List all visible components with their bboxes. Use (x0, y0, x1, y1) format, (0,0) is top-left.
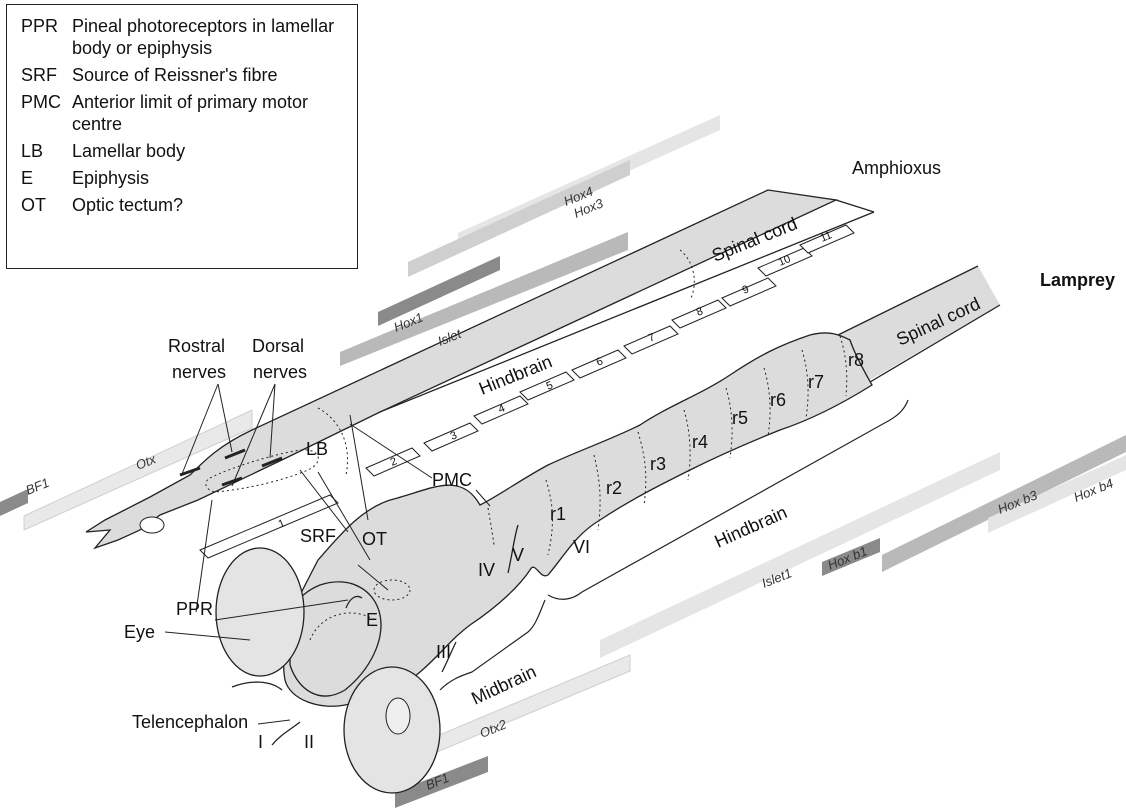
label-ot: OT (362, 529, 387, 549)
label-rostral-nerves-2: nerves (172, 362, 226, 382)
label-r5: r5 (732, 408, 748, 428)
label-nerve-ii: II (304, 732, 314, 752)
legend-desc: Anterior limit of primary motor centre (72, 91, 347, 135)
label-nerve-i: I (258, 732, 263, 752)
lamprey-gene-bars (368, 435, 1126, 808)
legend-abbr: OT (21, 194, 72, 216)
legend-row: PMC Anterior limit of primary motor cent… (21, 91, 347, 135)
legend-desc: Lamellar body (72, 140, 347, 162)
legend-desc: Epiphysis (72, 167, 347, 189)
lamprey-eye-left (216, 548, 304, 676)
legend-row: OT Optic tectum? (21, 194, 347, 216)
legend-abbr: PPR (21, 15, 72, 59)
legend-desc: Pineal photoreceptors in lamellar body o… (72, 15, 347, 59)
label-nerve-iv: IV (478, 560, 495, 580)
legend-abbr: E (21, 167, 72, 189)
amphioxus-eye-spot (140, 517, 164, 533)
label-r7: r7 (808, 372, 824, 392)
label-lamprey-hindbrain: Hindbrain (711, 502, 790, 552)
legend-row: LB Lamellar body (21, 140, 347, 162)
legend-row: E Epiphysis (21, 167, 347, 189)
legend-row: SRF Source of Reissner's fibre (21, 64, 347, 86)
label-pmc: PMC (432, 470, 472, 490)
label-dorsal-nerves-2: nerves (253, 362, 307, 382)
legend-abbr: SRF (21, 64, 72, 86)
label-telencephalon: Telencephalon (132, 712, 248, 732)
label-srf: SRF (300, 526, 336, 546)
label-nerve-vi: VI (573, 537, 590, 557)
label-r4: r4 (692, 432, 708, 452)
legend-desc: Optic tectum? (72, 194, 347, 216)
label-ppr: PPR (176, 599, 213, 619)
label-r8: r8 (848, 350, 864, 370)
label-dorsal-nerves-1: Dorsal (252, 336, 304, 356)
legend-abbr: LB (21, 140, 72, 162)
label-r3: r3 (650, 454, 666, 474)
label-lamprey: Lamprey (1040, 270, 1115, 290)
label-rostral-nerves-1: Rostral (168, 336, 225, 356)
label-lb: LB (306, 439, 328, 459)
label-r6: r6 (770, 390, 786, 410)
label-nerve-v: V (512, 545, 524, 565)
legend-row: PPR Pineal photoreceptors in lamellar bo… (21, 15, 347, 59)
label-amphioxus: Amphioxus (852, 158, 941, 178)
legend-abbr: PMC (21, 91, 72, 135)
label-r2: r2 (606, 478, 622, 498)
label-e: E (366, 610, 378, 630)
label-nerve-iii: III (436, 642, 451, 662)
legend-box: PPR Pineal photoreceptors in lamellar bo… (6, 4, 358, 269)
bar-bf1-amphioxus (0, 489, 28, 516)
label-r1: r1 (550, 504, 566, 524)
label-eye: Eye (124, 622, 155, 642)
gene-label-bf1-amphioxus: BF1 (24, 475, 52, 498)
legend-desc: Source of Reissner's fibre (72, 64, 347, 86)
